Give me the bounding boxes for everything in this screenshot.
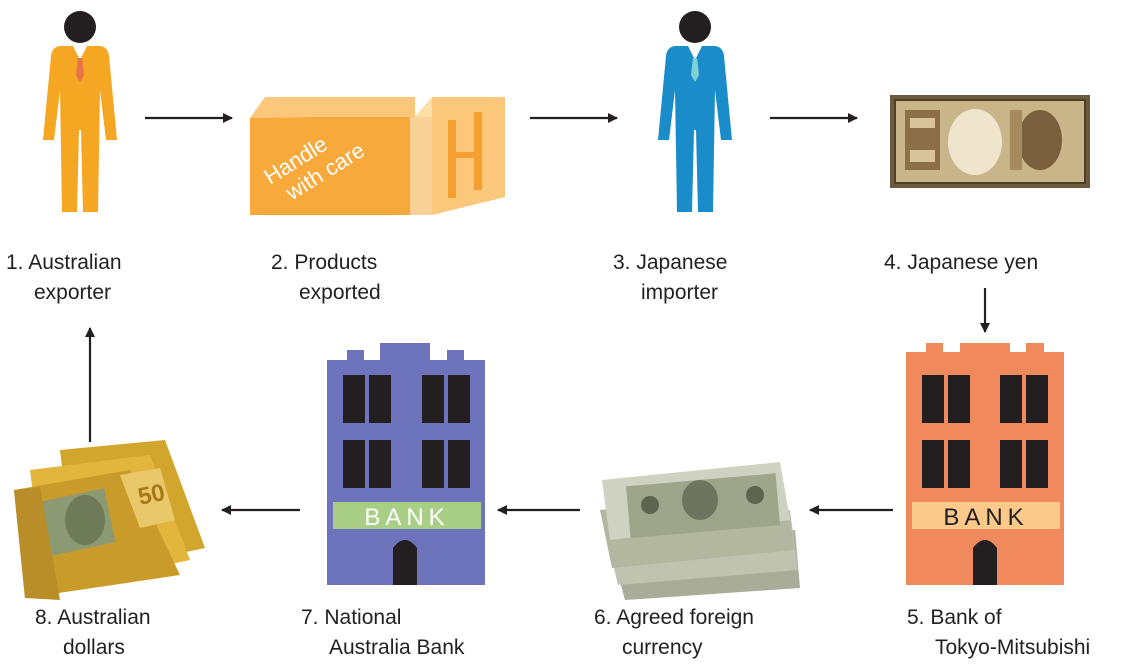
step-text: Bank of (930, 606, 1002, 629)
step-text: Tokyo-Mitsubishi (935, 636, 1091, 659)
step-text: exported (299, 281, 381, 304)
step-number: 3. (613, 251, 631, 274)
step-label-7: 7. National Australia Bank (301, 603, 464, 663)
step-label-5: 5. Bank of Tokyo-Mitsubishi (907, 603, 1121, 663)
step-number: 5. (907, 606, 925, 629)
step-text: Australian (57, 606, 151, 629)
step-text: Japanese (636, 251, 728, 274)
step-text: Products (294, 251, 378, 274)
step-text: exporter (34, 281, 112, 304)
step-label-4: 4. Japanese yen (884, 248, 1038, 278)
step-text: Agreed foreign (616, 606, 754, 629)
step-label-6: 6. Agreed foreign currency (594, 603, 754, 663)
step-text: dollars (63, 636, 125, 659)
yen-banknote-icon (890, 95, 1090, 188)
exporter-person-icon (43, 11, 117, 212)
step-text: importer (641, 281, 719, 304)
step-text: Australia Bank (329, 636, 465, 659)
step-text: currency (622, 636, 703, 659)
bank-building-icon: BANK (906, 343, 1064, 585)
step-number: 2. (271, 251, 289, 274)
bank-sign-purple: BANK (364, 504, 449, 531)
step-text: National (324, 606, 402, 629)
step-number: 1. (6, 251, 24, 274)
svg-text:50: 50 (136, 479, 168, 511)
australian-dollar-notes-icon: 50 (14, 440, 205, 600)
step-label-2: 2. Products exported (271, 248, 381, 308)
bank-building-icon: BANK (327, 343, 485, 585)
step-label-3: 3. Japanese importer (613, 248, 727, 308)
importer-person-icon (658, 11, 732, 212)
step-number: 7. (301, 606, 319, 629)
step-label-1: 1. Australian exporter (6, 248, 122, 308)
bank-sign-orange: BANK (943, 504, 1028, 531)
step-number: 4. (884, 251, 902, 274)
us-dollar-notes-icon (600, 462, 800, 600)
step-text: Japanese yen (907, 251, 1039, 274)
step-number: 8. (35, 606, 53, 629)
step-label-8: 8. Australian dollars (35, 603, 151, 663)
step-number: 6. (594, 606, 612, 629)
step-text: Australian (28, 251, 122, 274)
shipping-container-icon: Handle with care (250, 97, 505, 215)
